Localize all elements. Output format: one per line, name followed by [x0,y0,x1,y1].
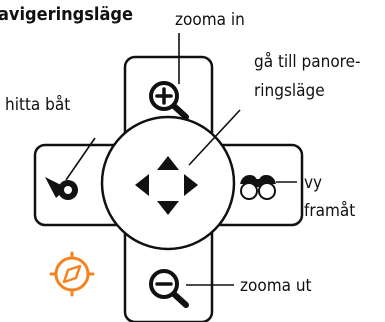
find-boat-icon[interactable] [45,177,78,200]
arrow-right-icon [184,174,198,196]
zoom-in-icon[interactable] [149,81,189,120]
label-view-forward-line2: framåt [304,200,355,221]
label-view-forward-line1: vy [304,173,322,193]
pan-circle[interactable] [100,115,236,251]
pan-arrows-icon [135,156,198,215]
label-zoom-out: zooma ut [240,276,312,296]
callout-lines [65,33,297,286]
binoculars-icon[interactable] [240,174,276,200]
arrow-left-icon [135,174,149,196]
arrow-down-icon [157,201,179,215]
zoom-out-icon[interactable] [149,269,189,308]
label-zoom-in: zooma in [175,10,245,30]
callout-find-boat [65,137,96,181]
label-panorama-line2: ringsläge [254,81,325,101]
label-find-boat: hitta båt [5,94,70,115]
arrow-up-icon [157,156,179,170]
label-panorama-line1: gå till panore- [254,51,361,72]
callout-panorama [188,109,241,166]
diagram-title: avigeringsläge [0,4,133,25]
compass-icon[interactable] [49,251,95,297]
